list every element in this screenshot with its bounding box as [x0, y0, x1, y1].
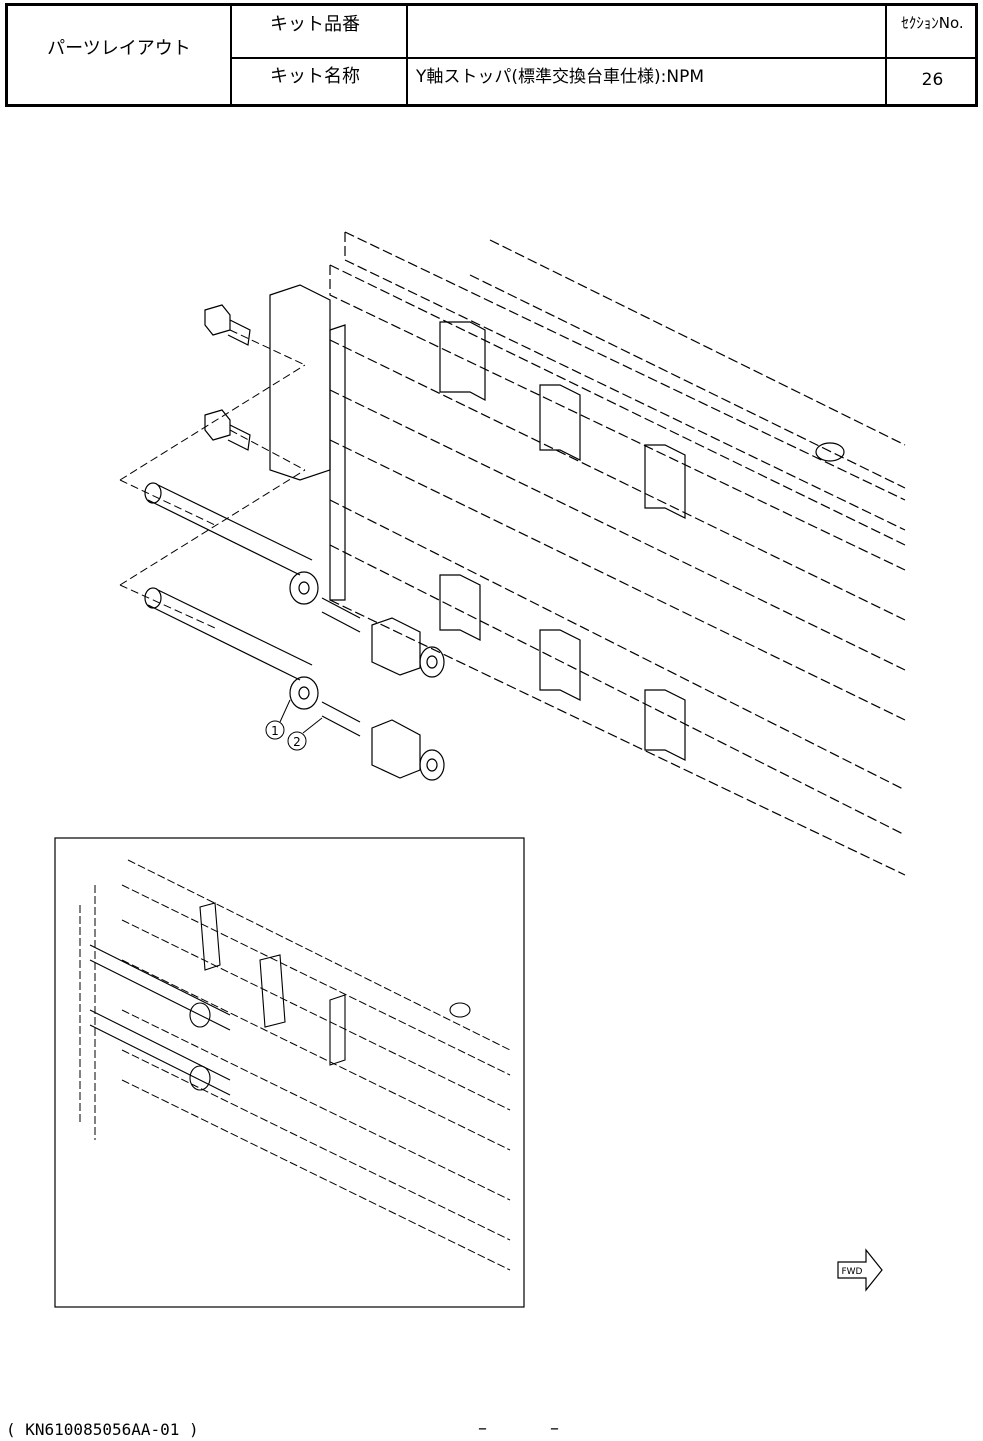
- callout-1: 1: [271, 724, 279, 738]
- page-dash-left: –: [478, 1418, 487, 1439]
- document-code: ( KN610085056AA-01 ): [6, 1420, 199, 1439]
- assembled-view-frame: [55, 838, 524, 1307]
- rail-assembly: [330, 232, 905, 875]
- shafts: [145, 483, 318, 709]
- stoppers: [372, 618, 444, 780]
- fwd-label: FWD: [841, 1267, 862, 1277]
- callout-2: 2: [293, 735, 301, 749]
- page-dash-right: –: [550, 1418, 559, 1439]
- alignment-lines: [120, 330, 305, 628]
- guide-blocks: [270, 285, 844, 760]
- assembled-view: [80, 860, 510, 1270]
- bolts: [205, 305, 250, 450]
- springs: [322, 598, 360, 736]
